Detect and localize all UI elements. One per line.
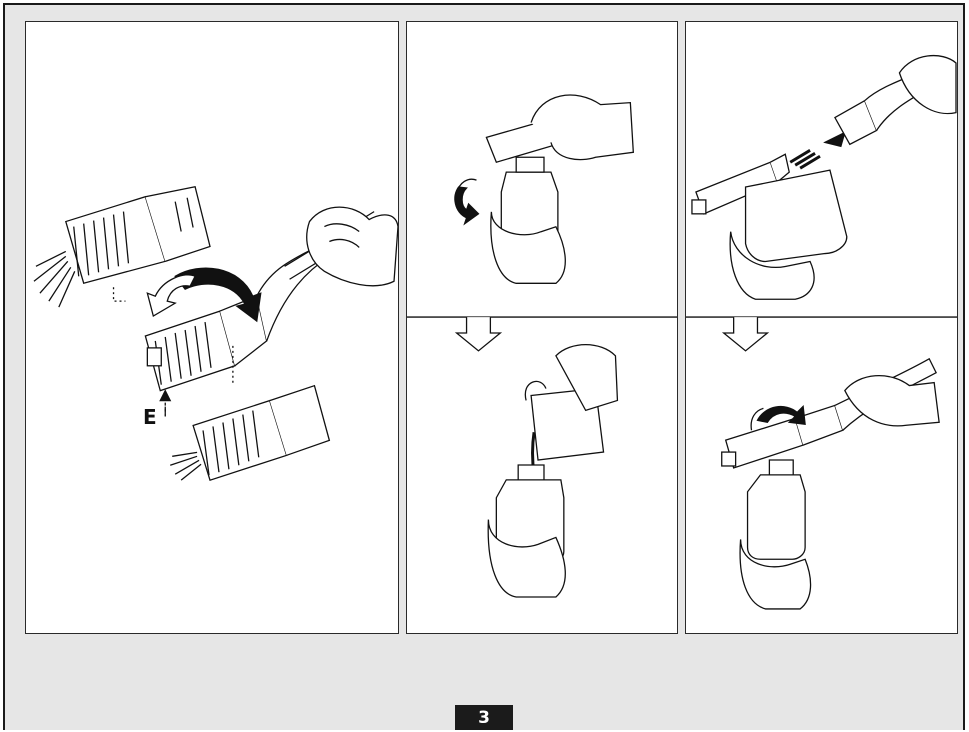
illustration-panel-attach-bottle [685,21,958,634]
nozzle-pencil-jet-drawing [170,386,329,480]
illustration-panel-detergent-fill [406,21,678,634]
pour-detergent-drawing [488,345,617,597]
screw-on-bottle-drawing [722,359,939,609]
attach-bottle-illustration [686,22,957,633]
lance-and-hand-drawing [257,207,398,341]
page-number-badge: 3 [455,705,513,730]
detergent-fill-illustration [407,22,677,633]
nozzle-adjust-illustration [26,22,398,633]
nozzle-wide-fan-drawing [34,187,210,307]
unscrew-bottle-drawing [455,95,633,283]
manual-page: E [3,3,965,730]
illustration-panel-nozzle-adjust [25,21,399,634]
attach-to-lance-drawing [692,56,956,300]
callout-label-e: E [143,405,157,429]
